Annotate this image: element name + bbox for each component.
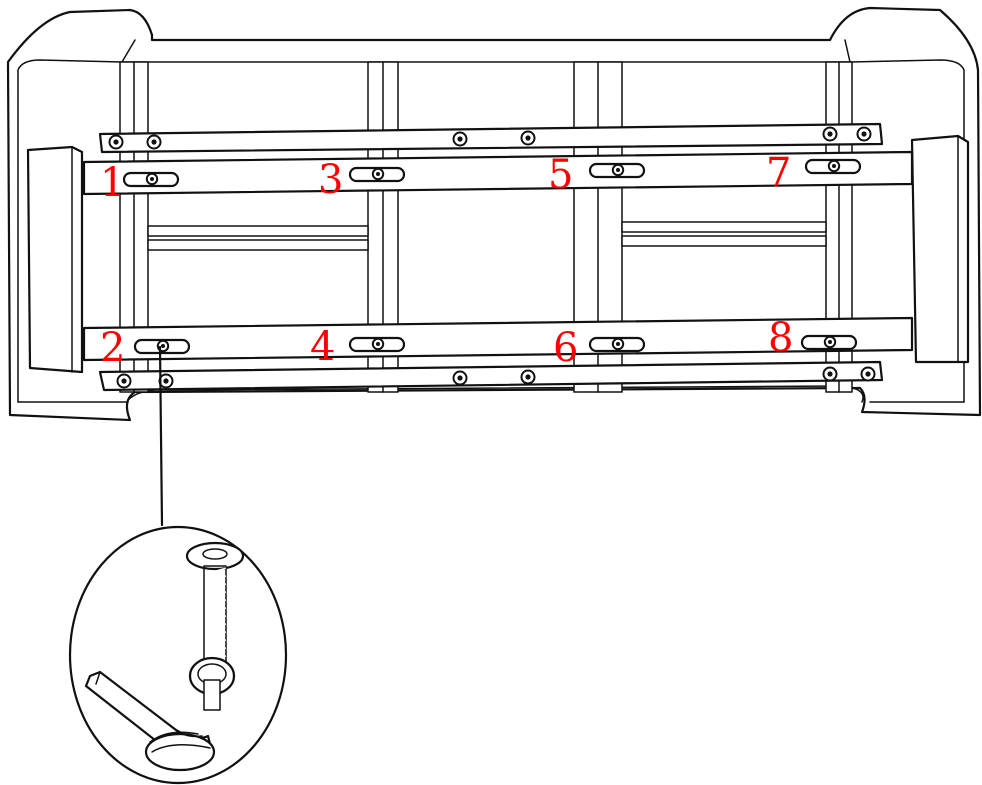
- leader-line: [158, 345, 164, 527]
- rail-screw-icon: [520, 130, 536, 146]
- rail-screw-icon: [452, 131, 468, 147]
- slot-number-8: 8: [768, 315, 793, 361]
- slot-number-4: 4: [310, 324, 335, 370]
- slot-number-6: 6: [553, 325, 578, 371]
- bolt-slot-6: [588, 336, 646, 353]
- bolt-slot-7: [804, 158, 862, 175]
- slot-number-3: 3: [318, 157, 343, 203]
- cross-braces: [147, 221, 827, 251]
- bolt-slot-1: [122, 171, 180, 188]
- bolt-slot-5: [588, 162, 646, 179]
- lower-board: [82, 316, 914, 362]
- hex-socket-bolt-icon: [188, 565, 236, 711]
- rail-screw-icon: [116, 373, 132, 389]
- rail-screw-icon: [158, 373, 174, 389]
- sofa-frame: [6, 6, 982, 422]
- rail-screw-icon: [822, 126, 838, 142]
- slot-numbers: 1 2 3 4 5 6 7 8: [100, 150, 793, 371]
- rail-screw-icon: [520, 369, 536, 385]
- bolt-slots: [122, 158, 862, 355]
- rail-screw-icon: [146, 134, 162, 150]
- rail-screws: [108, 126, 876, 389]
- slot-number-7: 7: [766, 150, 791, 196]
- side-blocks: [26, 134, 970, 374]
- bolt-slot-3: [348, 166, 406, 183]
- bolt-slot-4: [348, 336, 406, 353]
- detail-callout: [68, 525, 288, 785]
- rail-screw-icon: [856, 126, 872, 142]
- slot-number-5: 5: [548, 152, 573, 198]
- rail-screw-icon: [822, 366, 838, 382]
- top-rail: [98, 122, 884, 154]
- bolt-slot-2: [133, 338, 191, 355]
- allen-key-icon: [84, 670, 216, 772]
- rail-screw-icon: [860, 366, 876, 382]
- rail-screw-icon: [452, 370, 468, 386]
- washer-icon: [185, 541, 245, 571]
- rail-screw-icon: [108, 134, 124, 150]
- slot-number-2: 2: [100, 325, 125, 371]
- bottom-rail: [98, 360, 884, 392]
- upper-board: [82, 150, 914, 196]
- bolt-slot-8: [800, 334, 858, 351]
- slot-number-1: 1: [100, 160, 125, 206]
